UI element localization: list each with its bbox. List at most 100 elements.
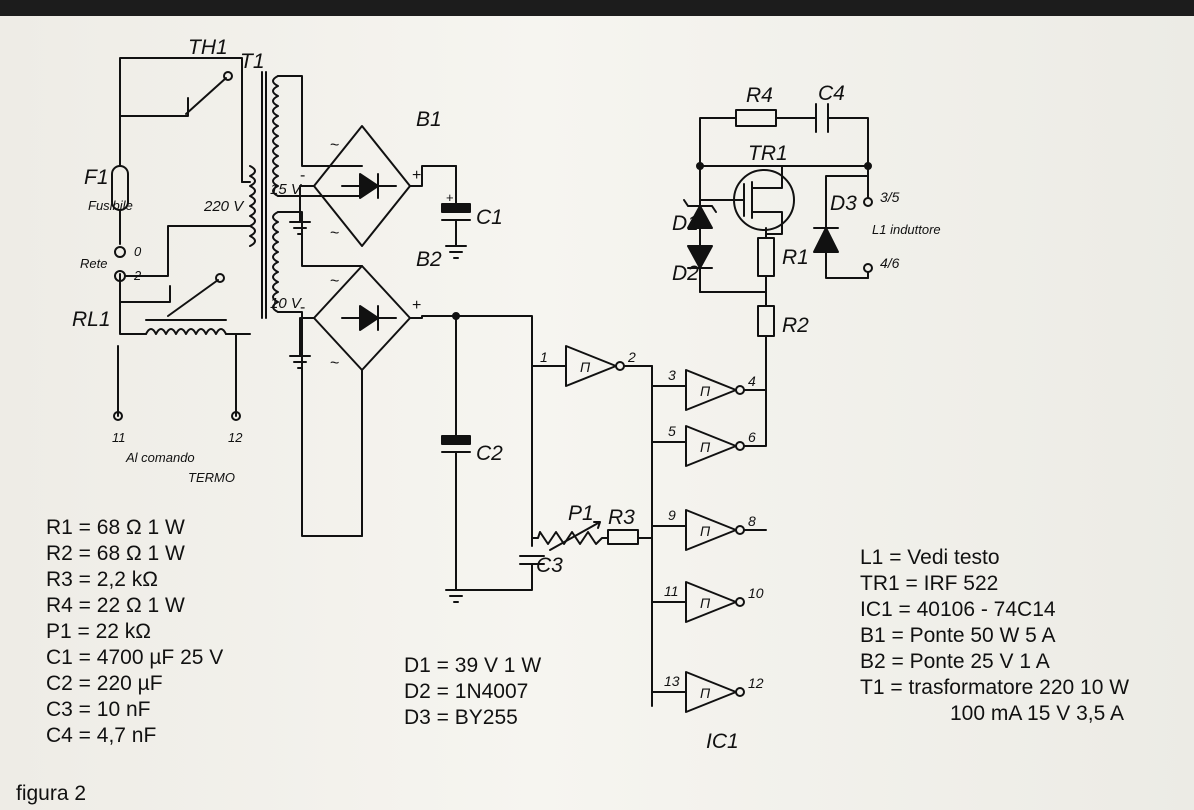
- b2-label: B2: [416, 248, 442, 271]
- svg-text:Π: Π: [700, 523, 711, 539]
- svg-text:13: 13: [664, 673, 680, 689]
- c1-label: C1: [476, 206, 503, 229]
- relay-rl1: RL1 11 12 Al comando TERMO: [72, 273, 251, 485]
- zener-d1-d2: D1 D2: [672, 165, 717, 293]
- component-c1: C1 = 4700 µF 25 V: [46, 646, 224, 669]
- svg-text:Π: Π: [700, 439, 711, 455]
- rete-label: Rete: [80, 256, 107, 271]
- svg-text:-: -: [300, 167, 305, 184]
- c4-label: C4: [818, 82, 845, 105]
- v15-label: 15 V: [270, 181, 303, 198]
- inverter-1: Π 1 2: [531, 345, 653, 539]
- r1-label: R1: [782, 246, 809, 269]
- svg-text:+: +: [412, 297, 421, 314]
- component-r1: R1 = 68 Ω 1 W: [46, 516, 185, 539]
- svg-text:10: 10: [748, 585, 764, 601]
- thermostat-th1: TH1: [119, 36, 243, 183]
- transistor-tr1: TR1: [699, 142, 795, 235]
- transformer-t1: T1 220 V 15 V 10 V: [203, 50, 303, 319]
- svg-text:~: ~: [330, 273, 339, 290]
- component-b2: B2 = Ponte 25 V 1 A: [860, 650, 1050, 673]
- l1-label: L1 induttore: [872, 222, 941, 237]
- svg-text:6: 6: [748, 429, 756, 445]
- component-p1: P1 = 22 kΩ: [46, 620, 152, 643]
- component-tr1: TR1 = IRF 522: [860, 572, 999, 595]
- component-ic1: IC1 = 40106 - 74C14: [860, 598, 1056, 621]
- th1-label: TH1: [188, 36, 228, 59]
- svg-text:Π: Π: [580, 359, 591, 375]
- terminal-35: 3/5: [880, 189, 900, 205]
- svg-text:4: 4: [748, 373, 756, 389]
- fuse-label: Fusibile: [88, 198, 133, 213]
- circuit-schematic: TH1 F1 Fusibile 0 2 Rete T1 220 V 15 V 1…: [72, 36, 941, 753]
- terminal-2: 2: [133, 268, 142, 283]
- svg-text:+: +: [412, 167, 421, 184]
- svg-text:5: 5: [668, 423, 676, 439]
- p1-label: P1: [568, 502, 594, 525]
- component-c2: C2 = 220 µF: [46, 672, 163, 695]
- top-border: [0, 0, 1194, 16]
- svg-text:12: 12: [748, 675, 764, 691]
- fuse-f1: F1 Fusibile: [84, 115, 133, 245]
- v220-label: 220 V: [203, 198, 245, 215]
- r4-label: R4: [746, 84, 773, 107]
- v10-label: 10 V: [270, 295, 303, 312]
- svg-text:3: 3: [668, 367, 676, 383]
- terminal-46: 4/6: [880, 255, 900, 271]
- diode-d3-inductor: D3 3/5 4/6 L1 induttore: [813, 165, 941, 279]
- bridge-b1: ~ ~ - + B1: [277, 75, 457, 247]
- c3-label: C3: [536, 554, 563, 577]
- d1-label: D1: [672, 212, 699, 235]
- inverter-bank-ic1: Π Π Π Π Π 3 4 5 6 9 8 11 10 13 12 IC1: [651, 335, 767, 753]
- schematic-sheet: TH1 F1 Fusibile 0 2 Rete T1 220 V 15 V 1…: [0, 16, 1194, 810]
- r3-label: R3: [608, 506, 635, 529]
- termo-label: TERMO: [188, 470, 235, 485]
- terminal-12: 12: [228, 430, 243, 445]
- d2-label: D2: [672, 262, 699, 285]
- component-d1: D1 = 39 V 1 W: [404, 654, 542, 677]
- svg-text:~: ~: [330, 137, 339, 154]
- bridge-b2: ~ ~ - + B2: [277, 211, 457, 537]
- tr1-label: TR1: [748, 142, 788, 165]
- terminal-0: 0: [134, 244, 142, 259]
- component-l1: L1 = Vedi testo: [860, 546, 1000, 569]
- ic1-label: IC1: [706, 730, 739, 753]
- t1-label: T1: [240, 50, 265, 73]
- figure-caption: figura 2: [16, 782, 87, 805]
- component-t1: T1 = trasformatore 220 10 W: [860, 676, 1130, 699]
- capacitor-c2: C2: [441, 315, 503, 603]
- component-t1-spec: 100 mA 15 V 3,5 A: [950, 702, 1124, 725]
- svg-text:9: 9: [668, 507, 676, 523]
- svg-text:Π: Π: [700, 595, 711, 611]
- r2-label: R2: [782, 314, 809, 337]
- capacitor-c1: + C1: [441, 165, 503, 259]
- rl1-label: RL1: [72, 308, 111, 331]
- svg-text:-: -: [300, 299, 305, 316]
- svg-text:1: 1: [540, 349, 548, 365]
- terminal-11: 11: [112, 430, 126, 445]
- component-c4: C4 = 4,7 nF: [46, 724, 157, 747]
- svg-text:~: ~: [330, 355, 339, 372]
- svg-text:~: ~: [330, 225, 339, 242]
- component-d3: D3 = BY255: [404, 706, 518, 729]
- svg-text:Π: Π: [700, 685, 711, 701]
- r4-c4-network: R4 C4: [696, 82, 872, 175]
- svg-text:11: 11: [664, 583, 679, 599]
- b1-label: B1: [416, 108, 442, 131]
- component-r2: R2 = 68 Ω 1 W: [46, 542, 185, 565]
- d3-label: D3: [830, 192, 857, 215]
- c2-label: C2: [476, 442, 503, 465]
- component-b1: B1 = Ponte 50 W 5 A: [860, 624, 1056, 647]
- resistor-r1: R1: [757, 227, 809, 297]
- svg-text:2: 2: [627, 349, 636, 365]
- component-d2: D2 = 1N4007: [404, 680, 529, 703]
- svg-text:8: 8: [748, 513, 756, 529]
- comando-label: Al comando: [125, 450, 195, 465]
- mains-terminals: 0 2 Rete: [80, 225, 243, 283]
- component-r3: R3 = 2,2 kΩ: [46, 568, 159, 591]
- svg-text:Π: Π: [700, 383, 711, 399]
- component-c3: C3 = 10 nF: [46, 698, 151, 721]
- oscillator-network: P1 R3 C3: [455, 502, 653, 591]
- svg-text:+: +: [446, 190, 454, 205]
- resistor-r2: R2: [757, 295, 809, 337]
